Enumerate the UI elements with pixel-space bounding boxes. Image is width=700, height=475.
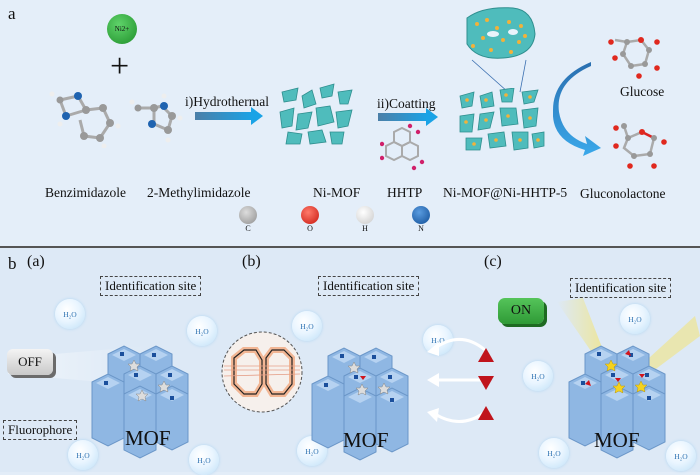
- composite-zoom-inset-icon: [466, 7, 536, 59]
- glucose-label: Glucose: [620, 84, 665, 99]
- water-bubble: H₂O: [539, 438, 569, 468]
- identification-site-label-c: Identification site: [570, 278, 672, 298]
- water-bubble: H₂O: [620, 304, 650, 334]
- carbon-label: C: [245, 224, 251, 233]
- benzimidazole-molecule-icon: [49, 91, 121, 148]
- panel-a: a Ni2+ + i)Hydrothermal: [8, 4, 667, 233]
- panel-b: b (a) Identification site OFF Fluorophor…: [0, 248, 700, 475]
- nickel-ion-label: Ni2+: [114, 25, 130, 33]
- zoom-lines: [471, 59, 527, 93]
- off-state-indicator: OFF: [7, 349, 53, 375]
- hhtp-label: HHTP: [387, 185, 423, 200]
- fluorophore-label: Fluorophore: [3, 420, 78, 440]
- identification-site-label-a: Identification site: [100, 276, 202, 296]
- hhtp-molecule-icon: [380, 123, 425, 171]
- panel-divider: [0, 246, 700, 248]
- water-bubble: H₂O: [55, 299, 85, 329]
- panel-a-label: a: [8, 4, 16, 23]
- panel-b-label: b: [8, 254, 17, 273]
- water-bubble: H₂O: [292, 311, 322, 341]
- identification-site-label-b: Identification site: [318, 276, 420, 296]
- off-label: OFF: [18, 354, 42, 369]
- mof-label-c: MOF: [594, 428, 640, 452]
- glucose-molecule-icon: [608, 37, 660, 79]
- water-bubble: H₂O: [523, 361, 553, 391]
- water-bubble: H₂O: [68, 440, 98, 470]
- step-hydrothermal-label: i)Hydrothermal: [185, 94, 269, 109]
- plus-sign: +: [110, 48, 130, 85]
- step-coating-label: ii)Coatting: [377, 96, 436, 111]
- ni-mof-hhtp-crystals-icon: [459, 88, 545, 151]
- step-hydrothermal-arrow: [195, 107, 263, 125]
- binding-arrows: [427, 338, 486, 423]
- mof-label-b: MOF: [343, 428, 389, 452]
- water-bubble: H₂O: [189, 445, 219, 475]
- nitrogen-atom-icon: [412, 206, 430, 224]
- atom-legend-o: O: [301, 206, 320, 233]
- carbon-atom-icon: [239, 206, 257, 224]
- mof-honeycomb-icon: [91, 345, 189, 459]
- methylimidazole-label: 2-Methylimidazole: [147, 185, 251, 200]
- water-bubble: H₂O: [187, 316, 217, 346]
- oxidation-curved-arrow: [553, 62, 601, 156]
- atom-legend-n: N: [412, 206, 431, 233]
- benzimidazole-label: Benzimidazole: [45, 185, 126, 200]
- atom-legend-c: C: [239, 206, 258, 233]
- mof-honeycomb-icon: [311, 347, 409, 461]
- oxygen-atom-icon: [301, 206, 319, 224]
- fluorophore-structure-inset-icon: [221, 331, 303, 413]
- mof-label-a: MOF: [125, 426, 171, 450]
- subpanel-a-label: (a): [27, 253, 45, 270]
- step-coating-arrow: [378, 108, 438, 126]
- composite-label: Ni-MOF@Ni-HHTP-5: [443, 185, 568, 200]
- analyte-triangles-icon: [478, 348, 494, 420]
- oxygen-label: O: [307, 224, 313, 233]
- nickel-ion-icon: Ni2+: [107, 14, 137, 44]
- hydrogen-label: H: [362, 224, 368, 233]
- ni-mof-label: Ni-MOF: [313, 185, 361, 200]
- water-bubble: H₂O: [666, 441, 696, 471]
- atom-legend-h: H: [356, 206, 375, 233]
- on-label: ON: [510, 303, 532, 318]
- gluconolactone-molecule-icon: [613, 123, 667, 169]
- hydrogen-atom-icon: [356, 206, 374, 224]
- gluconolactone-label: Gluconolactone: [580, 186, 666, 201]
- mof-honeycomb-glowing-icon: [557, 298, 700, 459]
- on-state-indicator: ON: [498, 298, 544, 324]
- nitrogen-label: N: [418, 224, 424, 233]
- subpanel-c-label: (c): [484, 253, 502, 270]
- ni-mof-crystals-icon: [279, 83, 353, 145]
- subpanel-b-label: (b): [242, 253, 261, 270]
- methylimidazole-molecule-icon: [129, 93, 183, 143]
